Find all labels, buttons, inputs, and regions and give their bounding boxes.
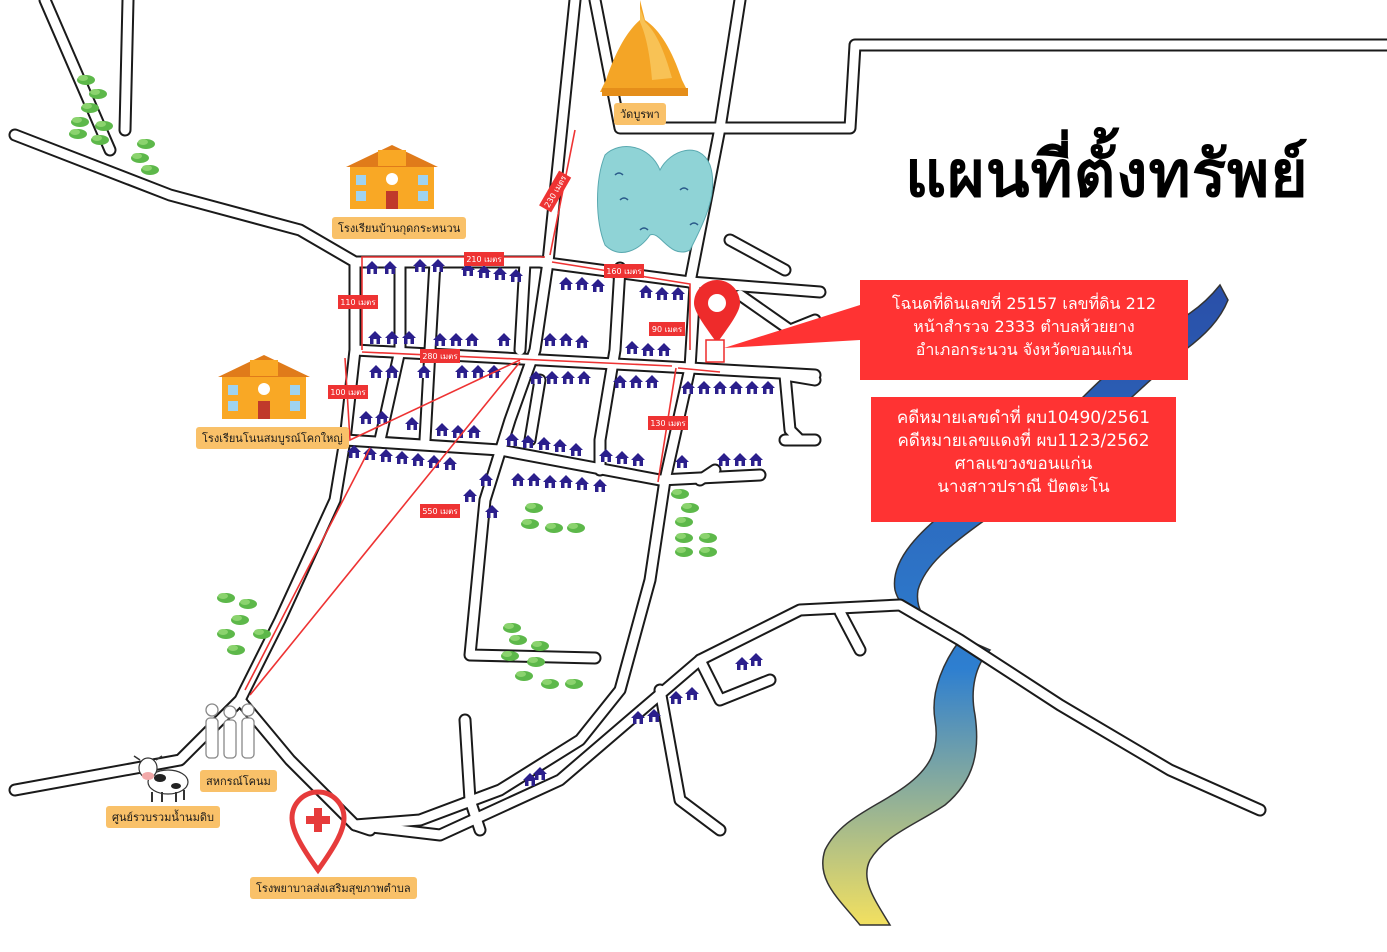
distance-label-90: 90 เมตร	[652, 325, 683, 334]
hospital-pin-icon	[289, 789, 347, 875]
property-pin-icon	[694, 280, 860, 363]
case-info-line4: นางสาวปราณี ปัตตะโน	[937, 477, 1110, 497]
school1-label: โรงเรียนบ้านกุดกระหนวน	[332, 217, 467, 239]
pond	[597, 146, 714, 253]
temple-icon	[600, 0, 688, 96]
property-info-line3: อำเภอกระนวน จังหวัดขอนแก่น	[915, 340, 1133, 359]
case-info-line2: คดีหมายเลขแดงที่ ผบ1123/2562	[897, 431, 1150, 451]
property-info-line2: หน้าสำรวจ 2333 ตำบลห้วยยาง	[913, 317, 1135, 336]
case-info-line1: คดีหมายเลขดำที่ ผบ10490/2561	[896, 408, 1151, 428]
property-info-line1: โฉนดที่ดินเลขที่ 25157 เลขที่ดิน 212	[891, 294, 1157, 313]
distance-label-110: 110 เมตร	[340, 298, 376, 307]
coop-label: สหกรณ์โคนม	[200, 770, 277, 792]
distance-label-280: 280 เมตร	[422, 352, 458, 361]
distance-label-160: 160 เมตร	[606, 267, 642, 276]
property-info-box: โฉนดที่ดินเลขที่ 25157 เลขที่ดิน 212 หน้…	[860, 280, 1188, 380]
hospital-label: โรงพยาบาลส่งเสริมสุขภาพตำบล	[250, 877, 417, 899]
people-icon	[205, 703, 255, 759]
houses	[347, 259, 775, 786]
case-info-box: คดีหมายเลขดำที่ ผบ10490/2561 คดีหมายเลขแ…	[871, 397, 1176, 522]
temple-label: วัดบูรพา	[614, 103, 666, 125]
school-icon-1	[346, 145, 438, 209]
distance-label-550: 550 เมตร	[422, 507, 458, 516]
cow-icon	[133, 755, 189, 802]
distance-label-210: 210 เมตร	[466, 255, 502, 264]
distance-label-130: 130 เมตร	[650, 419, 686, 428]
distance-labels: 230 เมตร 210 เมตร 160 เมตร 110 เมตร 90 เ…	[328, 170, 688, 518]
roads	[8, 0, 1387, 842]
map-title: แผนที่ตั้งทรัพย์	[905, 138, 1309, 212]
distance-label-100: 100 เมตร	[330, 388, 366, 397]
school2-label: โรงเรียนโนนสมบูรณ์โคกใหญ่	[196, 427, 349, 449]
milk-center-label: ศูนย์รวบรวมน้ำนมดิบ	[106, 806, 220, 828]
school-icon-2	[218, 355, 310, 419]
case-info-line3: ศาลแขวงขอนแก่น	[954, 454, 1093, 474]
